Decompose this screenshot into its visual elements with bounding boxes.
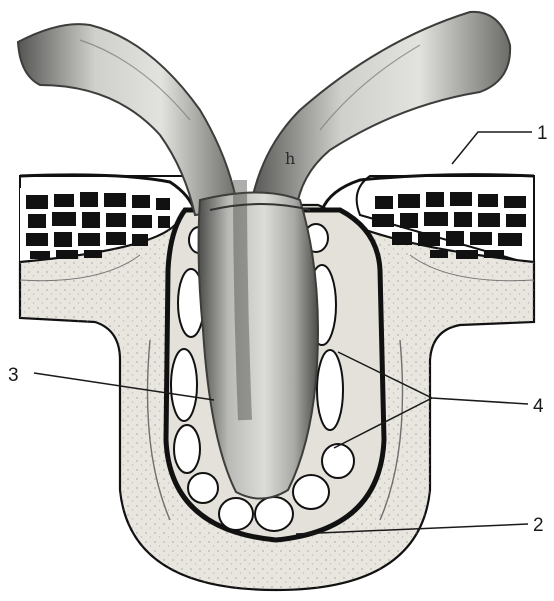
svg-text:h: h — [285, 149, 295, 168]
label-4: 4 — [533, 396, 544, 417]
label-2: 2 — [533, 515, 544, 536]
label-3: 3 — [8, 365, 19, 386]
label-1: 1 — [537, 123, 548, 144]
leader-line-1 — [452, 132, 532, 164]
